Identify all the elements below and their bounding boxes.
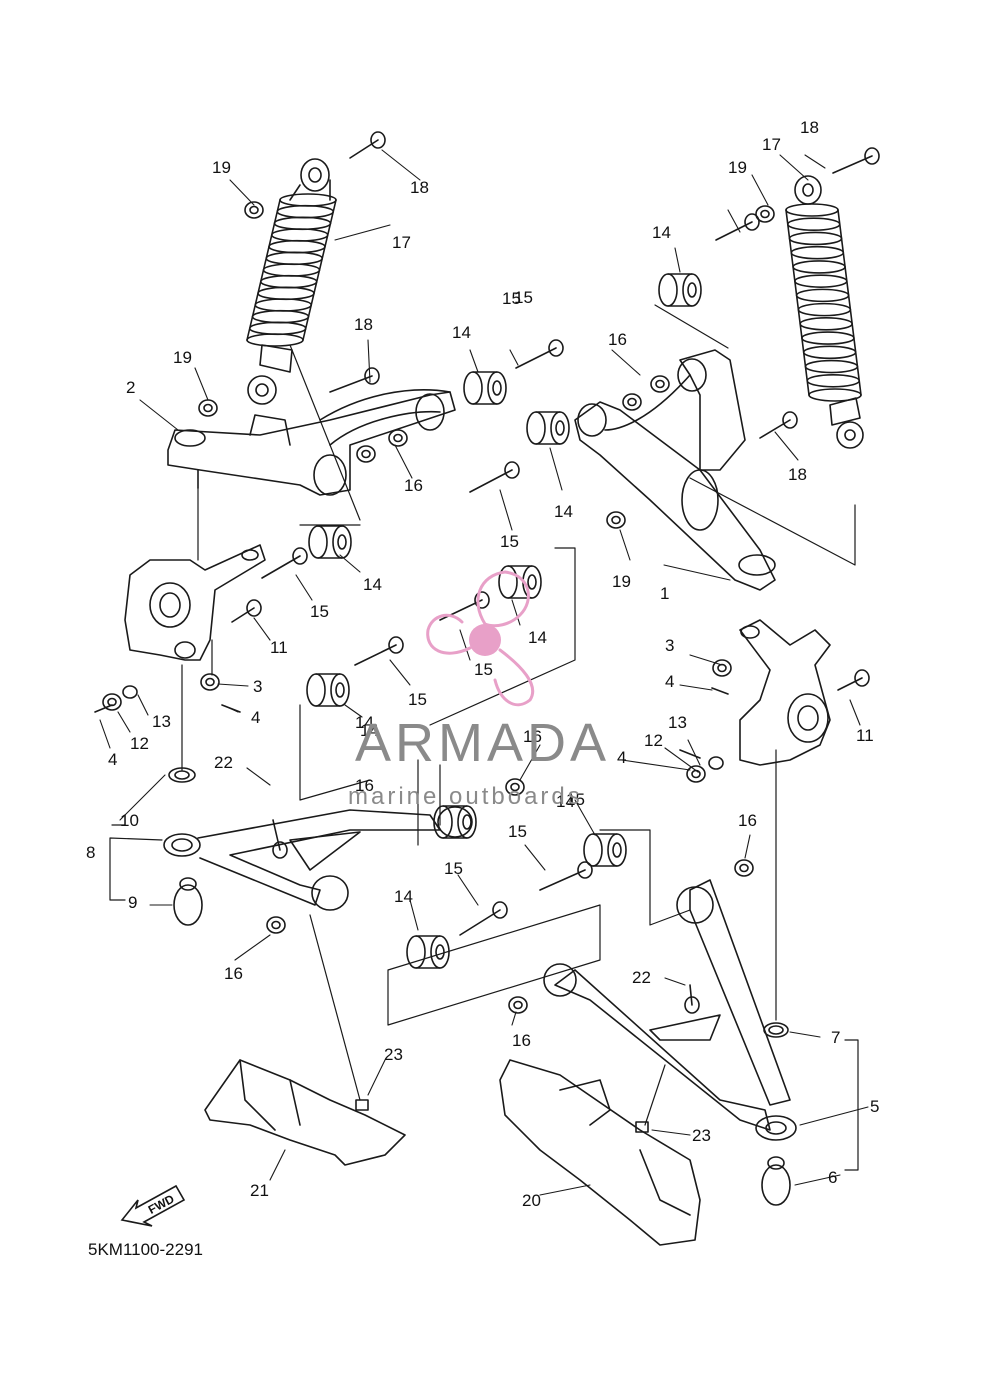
callout-label: 16 [738,811,757,830]
callout-label: 14 [360,721,379,740]
left-upper-arm [167,389,456,496]
callout-label: 8 [86,843,95,862]
callout-label: 16 [355,776,374,795]
callout-label: 15 [444,859,463,878]
callout-label: 16 [224,964,243,983]
callout-label: 16 [404,476,423,495]
callout-label: 12 [130,734,149,753]
left-shock-absorber [246,158,337,405]
callout-label: 22 [632,968,651,987]
callout-label: 11 [856,726,874,745]
callout-label: 15 [514,288,533,307]
callout-label: 20 [522,1191,541,1210]
callout-label: 19 [173,348,192,367]
nuts [102,201,775,1014]
right-lower-arm [543,879,797,1206]
left-steering-knuckle [124,544,266,661]
callout-label: 16 [608,330,627,349]
callout-label: 22 [214,753,233,772]
callout-label: 19 [728,158,747,177]
right-upper-arm [574,349,776,591]
callout-label: 14 [394,887,413,906]
callout-label: 5 [870,1097,879,1116]
callout-label: 15 [310,602,329,621]
bolts [231,131,880,1014]
callout-label: 2 [126,378,135,397]
bushings [306,273,702,969]
callout-label: 7 [831,1028,840,1047]
callout-label: 18 [788,465,807,484]
callout-label: 18 [410,178,429,197]
callout-label: 1 [660,584,669,603]
callout-label: 19 [612,572,631,591]
callout-label: 3 [665,636,674,655]
callout-label: 14 [652,223,671,242]
callout-label: 14 [556,792,575,811]
callout-label: 23 [692,1126,711,1145]
propeller-icon [426,570,535,707]
right-steering-knuckle [739,619,831,766]
callout-label: 15 [508,822,527,841]
callout-label: 15 [502,289,521,308]
callout-label: 18 [800,118,819,137]
left-lower-arm [163,806,473,926]
callout-label: 13 [152,712,171,731]
callout-label: 4 [665,672,674,691]
callout-label: 16 [523,727,542,746]
callout-label: 14 [363,575,382,594]
callout-label: 14 [554,502,573,521]
callout-label: 14 [355,713,374,732]
callout-label: 4 [108,750,117,769]
right-arm-guard [499,1059,701,1246]
callout-label: 18 [354,315,373,334]
callout-label: 3 [253,677,262,696]
callout-label: 4 [251,708,260,727]
callout-label: 10 [120,811,139,830]
callout-label: 15 [500,532,519,551]
leader-lines [99,149,869,1196]
callout-label: 19 [212,158,231,177]
callout-label: 12 [644,731,663,750]
callout-label: 15 [408,690,427,709]
right-shock-absorber [785,175,864,449]
callout-label: 6 [828,1168,837,1187]
fwd-arrow: FWD [120,1184,186,1227]
left-arm-guard [204,1059,406,1166]
callout-label: 11 [270,638,288,657]
diagram-code: 5KM1100-2291 [88,1240,203,1259]
callout-label: 13 [668,713,687,732]
callout-label: 14 [528,628,547,647]
callout-label: 17 [762,135,781,154]
assembly-lines [109,304,859,1171]
callout-label: 4 [617,748,626,767]
callout-label: 17 [392,233,411,252]
callout-label: 21 [250,1181,269,1200]
callout-label: 15 [566,790,585,809]
callout-label: 15 [474,660,493,679]
callout-label: 14 [452,323,471,342]
callout-label: 9 [128,893,137,912]
callout-label: 23 [384,1045,403,1064]
callout-label: 16 [512,1031,531,1050]
ball-joints-and-circlips [94,685,789,1038]
